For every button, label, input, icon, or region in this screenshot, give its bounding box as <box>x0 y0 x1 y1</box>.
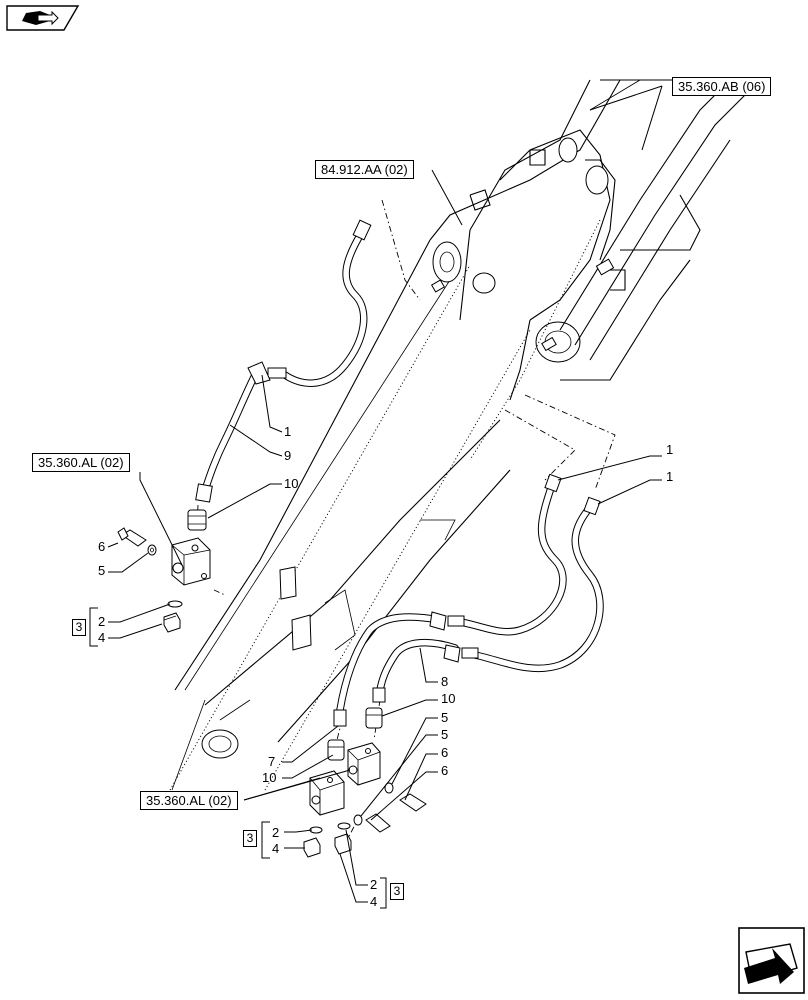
plug-4-left[interactable] <box>163 612 181 633</box>
callout-5-left: 5 <box>98 563 106 578</box>
book-arrow-icon[interactable] <box>6 5 80 31</box>
callout-1-left: 1 <box>284 424 292 439</box>
oring-2-bottom-right[interactable] <box>337 822 351 830</box>
reference-84-912-aa[interactable]: 84.912.AA (02) <box>315 160 414 179</box>
callout-1-right-b: 1 <box>666 469 674 484</box>
callout-4-left: 4 <box>98 630 106 645</box>
group-3-left[interactable]: 3 <box>72 619 86 636</box>
callout-6-mid-a: 6 <box>441 745 449 760</box>
valve-block-left[interactable] <box>171 537 211 586</box>
plug-4-bottom[interactable] <box>303 837 321 858</box>
callout-10-mid-a: 10 <box>441 691 456 706</box>
boom-structure <box>169 79 746 791</box>
washer-5-mid-a[interactable] <box>384 782 394 794</box>
bolt-6-mid-b[interactable] <box>365 813 391 833</box>
washer-5-mid-b[interactable] <box>353 814 363 826</box>
hose-9[interactable] <box>195 219 372 503</box>
group-3-bottom[interactable]: 3 <box>243 830 257 847</box>
callout-9: 9 <box>284 448 292 463</box>
callout-5-mid-a: 5 <box>441 710 449 725</box>
hose-right-upper[interactable] <box>333 473 567 727</box>
callout-1-right-a: 1 <box>666 442 674 457</box>
bolt-6-mid-a[interactable] <box>399 793 427 812</box>
callout-4-bottom: 4 <box>272 841 280 856</box>
reference-35-360-al-left[interactable]: 35.360.AL (02) <box>32 453 130 472</box>
group-3-bottom-right[interactable]: 3 <box>390 883 404 900</box>
leader-lines <box>89 85 663 909</box>
callout-10-mid-b: 10 <box>262 770 277 785</box>
valve-block-mid-lower[interactable] <box>309 770 345 816</box>
bolt-6-left[interactable] <box>117 527 147 547</box>
callout-6-left: 6 <box>98 539 106 554</box>
washer-5-left[interactable] <box>147 544 157 556</box>
reference-35-360-al-bottom[interactable]: 35.360.AL (02) <box>140 791 238 810</box>
hose-right-lower[interactable] <box>372 496 604 703</box>
callout-5-mid-b: 5 <box>441 727 449 742</box>
reference-35-360-ab[interactable]: 35.360.AB (06) <box>672 77 772 96</box>
callout-7: 7 <box>268 754 276 769</box>
fitting-10-left[interactable] <box>187 509 207 531</box>
callout-4-bottom-right: 4 <box>370 894 378 909</box>
routing-centerlines <box>196 199 616 849</box>
callout-2-bottom-right: 2 <box>370 877 378 892</box>
next-page-arrow-icon[interactable] <box>738 927 805 994</box>
oring-2-left[interactable] <box>167 600 183 608</box>
callout-6-mid-b: 6 <box>441 763 449 778</box>
callout-2-bottom: 2 <box>272 825 280 840</box>
callout-8: 8 <box>441 674 449 689</box>
fitting-10-mid-upper[interactable] <box>365 707 383 729</box>
valve-block-mid-upper[interactable] <box>347 742 381 786</box>
callout-2-left: 2 <box>98 614 106 629</box>
callout-10-left: 10 <box>284 476 299 491</box>
